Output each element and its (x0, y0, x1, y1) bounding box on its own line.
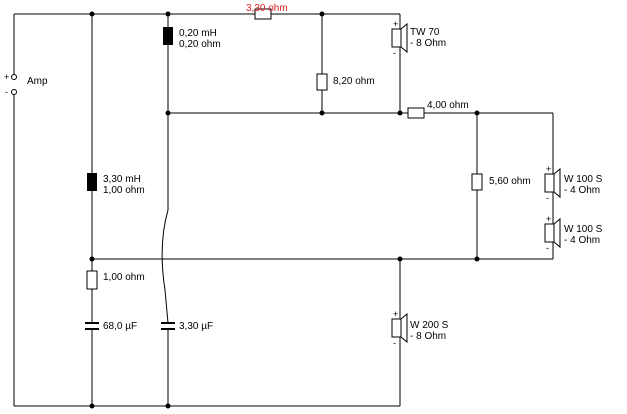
speaker-w200-plus: + (393, 309, 398, 319)
speaker-w200[interactable]: + - W 200 S - 8 Ohm (391, 309, 449, 348)
resistor-tweeter-parallel[interactable]: 8,20 ohm (316, 73, 375, 91)
speaker-w100-a-minus: - (546, 193, 549, 203)
speaker-w100-a-plus: + (546, 164, 551, 174)
speaker-w100-b-name: W 100 S (564, 224, 603, 235)
resistor-mid-parallel-label: 5,60 ohm (489, 176, 531, 187)
speaker-w200-minus: - (393, 338, 396, 348)
speaker-w100-b-plus: + (546, 214, 551, 224)
speaker-tw70[interactable]: + - TW 70 - 8 Ohm (391, 19, 446, 58)
speaker-w200-name: W 200 S (410, 320, 449, 331)
speaker-tw70-name: TW 70 (410, 27, 440, 38)
speaker-w100-a-name: W 100 S (564, 174, 603, 185)
inductor-tweeter-shunt[interactable]: 0,20 mH 0,20 ohm (163, 27, 221, 50)
resistor-tweeter-parallel-label: 8,20 ohm (333, 76, 375, 87)
capacitor-zobel-label: 68,0 µF (103, 321, 137, 332)
amp-terminals: + - Amp (4, 72, 48, 97)
speaker-w100-b-imp: - 4 Ohm (564, 235, 600, 246)
resistor-zobel-label: 1,00 ohm (103, 272, 145, 283)
speaker-w100-a[interactable]: + - W 100 S - 4 Ohm (544, 164, 603, 203)
inductor-main[interactable]: 3,30 mH 1,00 ohm (87, 173, 145, 196)
resistor-top-series-label: 3,30 ohm (246, 3, 288, 14)
inductor-main-line2: 1,00 ohm (103, 185, 145, 196)
speaker-w100-a-imp: - 4 Ohm (564, 185, 600, 196)
amp-minus-sign: - (5, 87, 8, 97)
wires (13, 13, 554, 407)
resistor-mid-series-label: 4,00 ohm (427, 100, 469, 111)
inductor-tweeter-shunt-line2: 0,20 ohm (179, 39, 221, 50)
resistor-top-series[interactable]: 3,30 ohm (246, 3, 288, 20)
speaker-w100-b[interactable]: + - W 100 S - 4 Ohm (544, 214, 603, 253)
inductor-main-line1: 3,30 mH (103, 174, 141, 185)
resistor-zobel[interactable]: 1,00 ohm (86, 270, 145, 290)
speaker-tw70-plus: + (393, 19, 398, 29)
speaker-tw70-minus: - (393, 48, 396, 58)
resistor-mid-parallel[interactable]: 5,60 ohm (471, 173, 531, 191)
inductor-tweeter-shunt-line1: 0,20 mH (179, 28, 217, 39)
amp-plus-sign: + (4, 72, 9, 82)
capacitor-zobel[interactable]: 68,0 µF (85, 321, 137, 332)
speaker-tw70-imp: - 8 Ohm (410, 38, 446, 49)
capacitor-mid[interactable]: 3,30 µF (161, 321, 213, 332)
capacitor-mid-label: 3,30 µF (179, 321, 213, 332)
amp-label: Amp (27, 76, 48, 87)
speaker-w100-b-minus: - (546, 243, 549, 253)
junction-dots (89, 11, 480, 409)
resistor-mid-series[interactable]: 4,00 ohm (407, 100, 469, 119)
speaker-w200-imp: - 8 Ohm (410, 331, 446, 342)
